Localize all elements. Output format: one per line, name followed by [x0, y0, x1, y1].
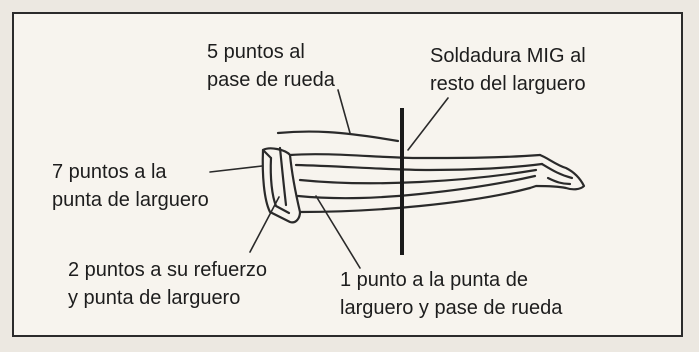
label-tip-and-arch-line1: 1 punto a la punta de	[340, 269, 528, 291]
label-rail-tip-points: 7 puntos a la punta de larguero	[52, 158, 209, 214]
label-wheel-arch-line1: 5 puntos al	[207, 41, 305, 63]
diagram-frame	[12, 12, 683, 337]
leader-rail-tip	[209, 165, 263, 173]
label-mig-weld-line2: resto del larguero	[430, 73, 586, 95]
label-rail-tip-line2: punta de larguero	[52, 189, 209, 211]
label-mig-weld: Soldadura MIG al resto del larguero	[430, 42, 586, 98]
label-reinforcement-line2: y punta de larguero	[68, 287, 241, 309]
label-wheel-arch-points: 5 puntos al pase de rueda	[207, 38, 335, 94]
rail-rear-end	[528, 153, 586, 191]
label-tip-and-arch-point: 1 punto a la punta de larguero y pase de…	[340, 266, 562, 322]
rail-bottom-edge	[298, 186, 532, 214]
leader-wheel-arch	[337, 89, 351, 134]
wheel-arch-flange	[276, 130, 400, 143]
label-reinforcement-line1: 2 puntos a su refuerzo	[68, 259, 268, 281]
label-mig-weld-line1: Soldadura MIG al	[430, 45, 586, 67]
label-wheel-arch-line2: pase de rueda	[207, 69, 335, 91]
label-tip-and-arch-line2: larguero y pase de rueda	[340, 297, 563, 319]
leader-reinforcement	[249, 196, 280, 253]
label-reinforcement-points: 2 puntos a su refuerzo y punta de largue…	[68, 256, 267, 312]
leader-mig-weld	[407, 97, 449, 151]
leader-tip-and-arch	[315, 195, 361, 269]
label-rail-tip-line1: 7 puntos a la	[52, 161, 167, 183]
rail-top-edge	[288, 153, 542, 160]
